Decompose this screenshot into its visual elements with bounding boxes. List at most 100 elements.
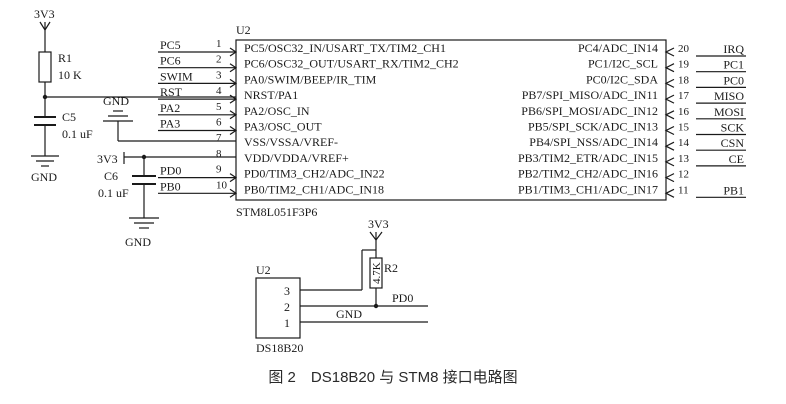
- mcu-right-net-label: PB1: [723, 183, 744, 197]
- net-label-pd0-sensor: PD0: [392, 291, 413, 305]
- mcu-right-pin-num: 11: [678, 184, 689, 196]
- vcc-label-r2: 3V3: [368, 217, 389, 231]
- mcu-left-net-label: RST: [160, 85, 183, 99]
- mcu-left-pin-name: PC5/OSC32_IN/USART_TX/TIM2_CH1: [244, 41, 446, 55]
- mcu-left-pins: PC5/OSC32_IN/USART_TX/TIM2_CH11PC5PC6/OS…: [158, 38, 459, 198]
- mcu-right-net-label: SCK: [721, 121, 745, 135]
- mcu-right-pin-num: 15: [678, 122, 690, 134]
- mcu-left-pin: PA2/OSC_IN 5 PA2: [158, 101, 310, 120]
- mcu-right-pin: PC0/I2C_SDA 18 PC0: [586, 72, 746, 89]
- junction-pd0: [373, 303, 379, 309]
- mcu-right-pin-num: 20: [678, 43, 690, 55]
- mcu-right-pin-name: PB5/SPI_SCK/ADC_IN13: [528, 120, 658, 134]
- mcu-right-pin-name: PB6/SPI_MOSI/ADC_IN12: [521, 104, 658, 118]
- mcu-left-pin-name: PA3/OSC_OUT: [244, 120, 322, 134]
- mcu-left-pin-name: VSS/VSSA/VREF-: [244, 135, 338, 149]
- mcu-right-pin-num: 16: [678, 106, 690, 118]
- mcu-right-pin-name: PC4/ADC_IN14: [578, 41, 658, 55]
- mcu-right-pin-arrow: [664, 94, 675, 104]
- vdd-network: 3V3 C6 0.1 uF GND: [97, 152, 236, 249]
- mcu-left-pin: PA0/SWIM/BEEP/IR_TIM 3 SWIM: [158, 69, 377, 88]
- mcu-right-pin-arrow: [664, 47, 675, 57]
- mcu-right-pin-arrow: [664, 125, 675, 136]
- mcu-left-pin-name: NRST/PA1: [244, 88, 298, 102]
- mcu-right-pin-num: 19: [678, 59, 690, 71]
- r1-ref: R1: [58, 51, 72, 65]
- mcu-left-pin-name: PA2/OSC_IN: [244, 104, 310, 118]
- mcu-right-pin-arrow: [664, 157, 675, 167]
- figure-caption: 图 2 DS18B20 与 STM8 接口电路图: [268, 369, 518, 386]
- mcu-left-pin-arrow: [229, 63, 238, 73]
- mcu-left-pin-num: 7: [216, 132, 222, 144]
- mcu-right-pin-name: PB4/SPI_NSS/ADC_IN14: [529, 135, 658, 149]
- mcu-right-pin-num: 12: [678, 169, 689, 181]
- mcu-right-pin-name: PB2/TIM2_CH2/ADC_IN16: [518, 167, 658, 181]
- gnd-label-c5: GND: [31, 170, 57, 184]
- mcu-right-pin-name: PB3/TIM2_ETR/ADC_IN15: [518, 151, 658, 165]
- mcu-right-pin-name: PC1/I2C_SCL: [588, 57, 658, 71]
- mcu-left-net-label: SWIM: [160, 69, 193, 83]
- mcu-left-pin-name: PA0/SWIM/BEEP/IR_TIM: [244, 72, 377, 86]
- mcu-right-pin-arrow: [664, 78, 675, 88]
- r2-value: 4.7K: [371, 262, 383, 284]
- mcu-right-net-label: MOSI: [714, 105, 744, 119]
- mcu-right-pin-arrow: [664, 110, 675, 120]
- mcu-left-pin-name: VDD/VDDA/VREF+: [244, 151, 349, 165]
- c6-value: 0.1 uF: [98, 186, 129, 200]
- mcu-left-pin-num: 2: [216, 54, 222, 66]
- mcu-left-pin: VSS/VSSA/VREF- 7: [216, 132, 338, 149]
- r2-ref: R2: [384, 261, 398, 275]
- mcu-left-pin: PC5/OSC32_IN/USART_TX/TIM2_CH1 1 PC5: [158, 38, 446, 57]
- pullup-r2: 3V3 4.7K R2: [361, 217, 398, 309]
- c5-ref: C5: [62, 110, 76, 124]
- gnd-label-c6: GND: [125, 235, 151, 249]
- mcu-left-pin-num: 1: [216, 38, 222, 50]
- mcu-right-pin-num: 17: [678, 90, 690, 102]
- mcu-right-net-label: PC1: [723, 58, 744, 72]
- mcu-left-net-label: PA2: [160, 101, 180, 115]
- mcu-left-net-label: PB0: [160, 179, 181, 193]
- mcu-right-pin: PB5/SPI_SCK/ADC_IN13 15 SCK: [528, 120, 746, 136]
- mcu-left-pin-arrow: [229, 110, 238, 120]
- mcu-left-pin-arrow: [229, 78, 238, 88]
- mcu-left-pin: NRST/PA1 4 RST: [158, 85, 298, 104]
- mcu-right-pin: PB2/TIM2_CH2/ADC_IN16 12: [518, 167, 689, 183]
- mcu-right-net-label: IRQ: [723, 42, 744, 56]
- mcu-right-pin: PB6/SPI_MOSI/ADC_IN12 16 MOSI: [521, 104, 746, 120]
- mcu-left-net-label: PA3: [160, 117, 180, 131]
- sensor-body: [255, 277, 301, 339]
- mcu-right-net-label: CSN: [721, 136, 745, 150]
- mcu-right-net-label: PC0: [723, 73, 744, 87]
- c5-value: 0.1 uF: [62, 127, 93, 141]
- mcu-left-pin-num: 8: [216, 148, 222, 160]
- mcu-right-pin-num: 18: [678, 74, 690, 86]
- mcu-left-net-label: PC6: [160, 54, 181, 68]
- sensor-part-label: DS18B20: [256, 341, 303, 355]
- vss-ground: GND: [103, 94, 236, 142]
- ds18b20-sensor: U2 3 2 1 DS18B20 PD0 GND: [255, 263, 428, 355]
- mcu-ref: U2: [236, 23, 251, 37]
- sensor-ref: U2: [256, 263, 271, 277]
- vcc-label-r1: 3V3: [34, 7, 55, 21]
- mcu-left-pin-num: 5: [216, 101, 222, 113]
- mcu-left-pin-num: 3: [216, 69, 222, 81]
- mcu-left-net-label: PC5: [160, 38, 181, 52]
- mcu-left-pin-arrow: [229, 188, 238, 198]
- gnd-label-vss: GND: [103, 94, 129, 108]
- mcu-right-pin-name: PB7/SPI_MISO/ADC_IN11: [522, 88, 658, 102]
- vcc-label-vdd: 3V3: [97, 152, 118, 166]
- mcu-right-pin-arrow: [664, 188, 675, 198]
- mcu-right-pin-name: PC0/I2C_SDA: [586, 72, 658, 86]
- reset-network: 3V3 R1 10 K C5 0.1 uF GND: [31, 7, 236, 184]
- mcu-left-pin-arrow: [229, 126, 238, 135]
- mcu-left-net-label: PD0: [160, 164, 181, 178]
- mcu-left-pin-num: 4: [216, 85, 222, 97]
- mcu-left-pin-name: PB0/TIM2_CH1/ADC_IN18: [244, 182, 384, 196]
